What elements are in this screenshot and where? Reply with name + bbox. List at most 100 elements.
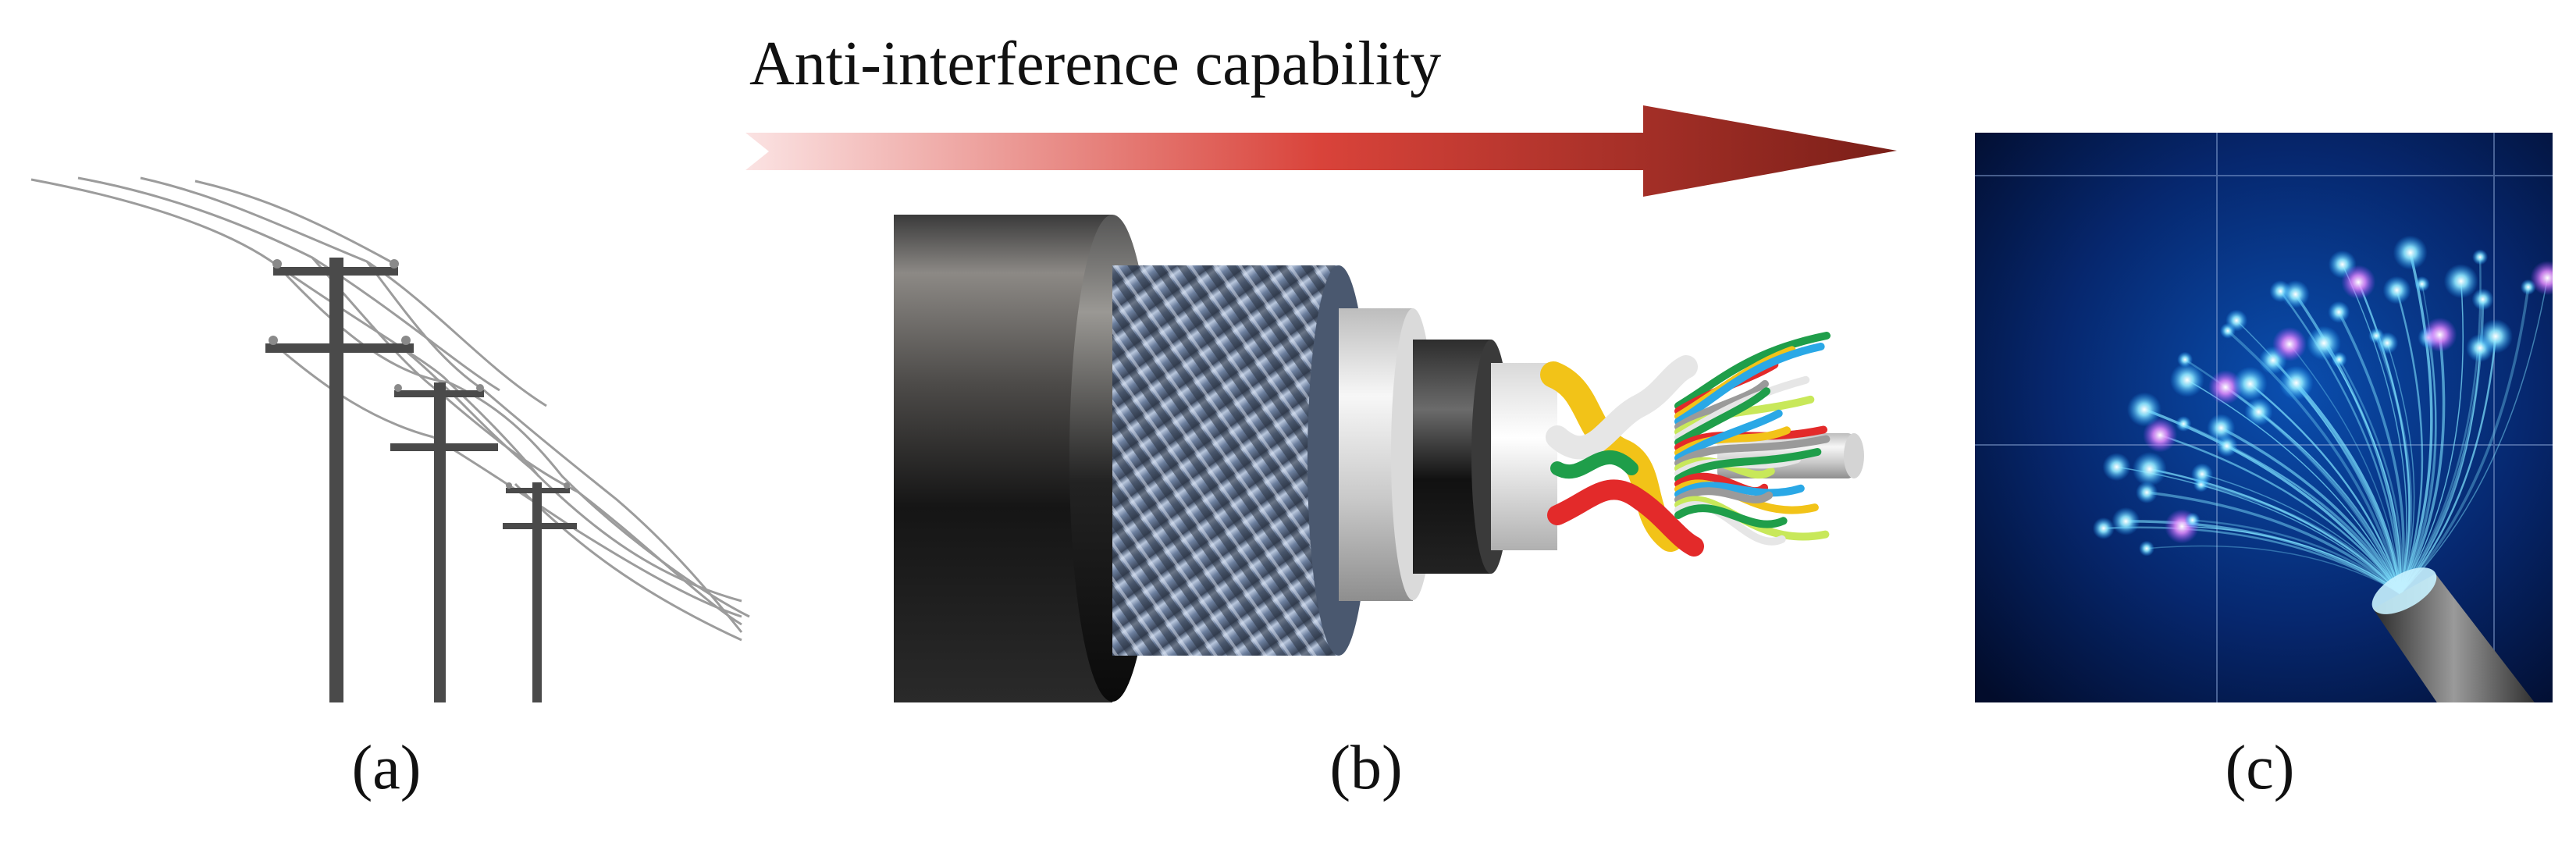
fiber-light-point — [2207, 414, 2236, 443]
fiber-strand — [2249, 382, 2402, 594]
fiber-strand — [2186, 379, 2401, 594]
conductor-wire — [1674, 379, 1769, 431]
panel-b-caption: (b) — [1329, 734, 1402, 802]
fiber-light-point — [2102, 453, 2131, 482]
fiber-strand — [2399, 257, 2482, 594]
conductor-wire — [1674, 409, 1783, 462]
fiber-light-point — [2132, 452, 2167, 486]
fiber-strand — [2182, 525, 2401, 594]
panel-c-optical-fiber: (c) — [1975, 133, 2553, 802]
fiber-light-point — [2112, 507, 2140, 535]
conductor-wire — [1674, 332, 1831, 410]
conductor-wire — [1674, 504, 1788, 528]
fiber-light-point — [2328, 301, 2350, 323]
foil-shield — [1491, 363, 1557, 550]
fiber-strand — [2399, 334, 2446, 594]
fiber-light-point — [2226, 309, 2248, 332]
panel-b-shielded-cable: (b) — [894, 215, 1864, 802]
fiber-light-point — [2126, 392, 2161, 427]
fiber-light-point — [2177, 351, 2194, 368]
fiber-strand — [2337, 311, 2405, 594]
fiber-light-point — [2279, 365, 2314, 400]
fiber-strand — [2149, 468, 2401, 594]
anti-interference-arrow: Anti-interference capability — [745, 30, 1897, 197]
conductor-wire — [1674, 501, 1786, 546]
fiber-light-point — [2169, 362, 2204, 397]
fiber-strand — [2375, 335, 2413, 594]
fiber-light-point — [2382, 276, 2411, 304]
fiber-strand — [2159, 434, 2402, 594]
fiber-light-point — [2092, 517, 2115, 539]
utility-pole-3 — [503, 482, 577, 702]
fiber-light-point — [2331, 351, 2347, 368]
panel-a-caption: (a) — [352, 734, 422, 802]
fiber-light-point — [2184, 512, 2201, 528]
fiber-strand — [2103, 526, 2401, 595]
fiber-light-point — [2307, 325, 2341, 361]
armor-braid — [1112, 265, 1339, 656]
fiber-light-point — [2471, 288, 2494, 311]
fiber-strand — [2289, 343, 2401, 594]
panel-a-power-lines: (a) — [30, 176, 750, 802]
fiber-light-point — [2530, 261, 2553, 296]
fiber-strand — [2396, 290, 2424, 594]
fiber-strand — [2146, 545, 2401, 594]
utility-pole-2 — [390, 382, 498, 702]
fiber-strand — [2400, 281, 2464, 594]
fiber-strand — [2258, 411, 2401, 594]
fiber-strand — [2399, 252, 2433, 594]
fiber-strand — [2295, 382, 2402, 594]
fiber-strand — [2400, 277, 2549, 594]
conductor-wire — [1674, 387, 1770, 446]
fiber-light-point — [2191, 463, 2213, 485]
fiber-strands — [2103, 252, 2549, 595]
twisted-core — [1540, 355, 1704, 557]
fiber-strand — [2279, 290, 2402, 594]
utility-pole-1 — [265, 258, 414, 702]
fanned-conductors — [1674, 332, 1831, 546]
fiber-light-point — [2244, 397, 2273, 426]
fiber-scene — [1975, 133, 2553, 702]
fiber-light-point — [2272, 327, 2307, 361]
strength-member-tip — [1844, 433, 1864, 478]
fiber-light-point — [2176, 416, 2192, 432]
fiber-strand — [2201, 482, 2402, 595]
fiber-light-point — [2136, 481, 2158, 503]
fiber-light-point — [2341, 265, 2376, 300]
fiber-light-point — [2478, 318, 2513, 354]
fiber-light-point — [2414, 276, 2430, 292]
fiber-strand — [2342, 264, 2407, 594]
fiber-strand — [2323, 343, 2402, 594]
fiber-strand — [2146, 491, 2402, 595]
conductor-wire — [1674, 448, 1822, 483]
fiber-cable — [2371, 567, 2535, 702]
fiber-strand — [2386, 343, 2415, 594]
fiber-light-point — [2233, 366, 2268, 401]
panel-c-caption: (c) — [2226, 734, 2295, 802]
arrow-label: Anti-interference capability — [749, 30, 1441, 98]
fiber-light-point — [2281, 280, 2310, 308]
conductor-wire — [1674, 375, 1810, 441]
fiber-light-point — [2443, 264, 2478, 299]
conductor-wire — [1674, 482, 1805, 499]
conductor-wire — [1674, 343, 1825, 425]
fiber-light-point — [2376, 332, 2399, 354]
power-line-wires — [30, 176, 750, 642]
fiber-strand — [2220, 426, 2402, 594]
fiber-strand — [2338, 358, 2403, 594]
conductor-wire — [1674, 487, 1774, 503]
fiber-light-point — [2143, 418, 2178, 453]
fiber-light-point — [2393, 235, 2428, 270]
conductor-wire — [1674, 435, 1831, 468]
fiber-strand — [2400, 336, 2497, 594]
fiber-light-points — [2092, 235, 2553, 557]
fiber-strand — [2201, 473, 2401, 594]
fiber-light-point — [2472, 249, 2489, 265]
fiber-light-point — [2422, 317, 2457, 352]
fiber-strand — [2192, 519, 2401, 594]
fiber-light-point — [2139, 540, 2154, 557]
fiber-strand — [2144, 407, 2402, 594]
fiber-strand — [2399, 286, 2530, 595]
arrow-shape — [745, 105, 1897, 197]
